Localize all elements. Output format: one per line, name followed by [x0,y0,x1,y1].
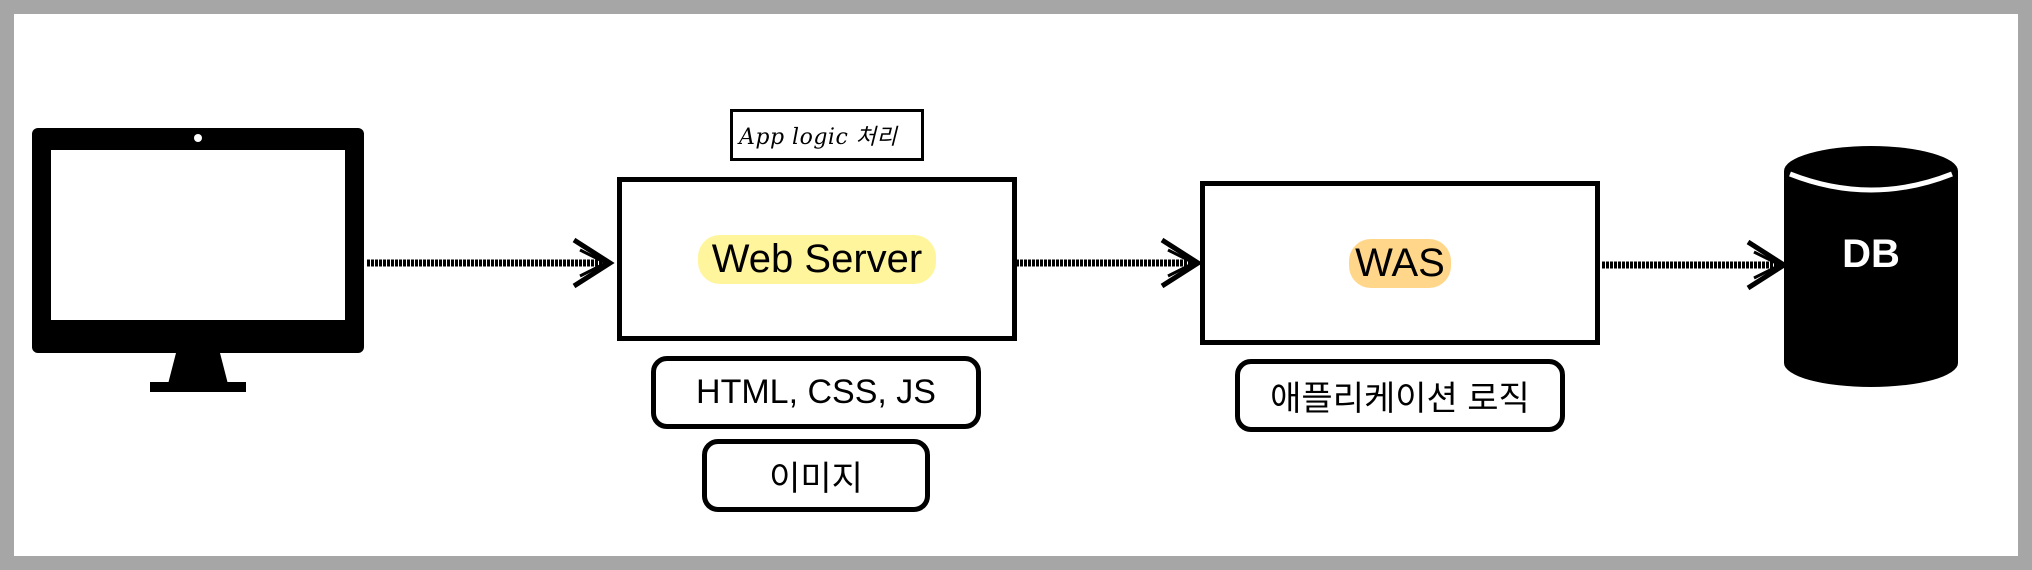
pill-label: 애플리케이션 로직 [1270,380,1530,418]
arrow-client-to-webserver [367,237,615,289]
pill-label: HTML, CSS, JS [696,373,936,411]
pill-label: 이미지 [769,460,863,498]
web-server-label: Web Server [697,234,937,284]
arrow-was-to-db [1602,239,1789,291]
was-box: WAS [1200,181,1600,345]
app-logic-note: App logic 처리 [730,109,924,161]
monitor-icon [32,128,364,392]
note-text: App logic 처리 [739,125,898,150]
database-icon [1784,146,1958,387]
was-item-app-logic: 애플리케이션 로직 [1235,359,1565,432]
web-server-box: Web Server [617,177,1017,341]
was-label: WAS [1349,238,1451,288]
diagram-graphics [32,128,1958,392]
architecture-diagram: App logic 처리 Web Server HTML, CSS, JS 이미… [14,14,2018,556]
web-server-item-static-files: HTML, CSS, JS [651,356,981,429]
web-server-item-images: 이미지 [702,439,930,512]
db-label: DB [1842,232,1900,276]
arrow-webserver-to-was [1016,237,1203,289]
